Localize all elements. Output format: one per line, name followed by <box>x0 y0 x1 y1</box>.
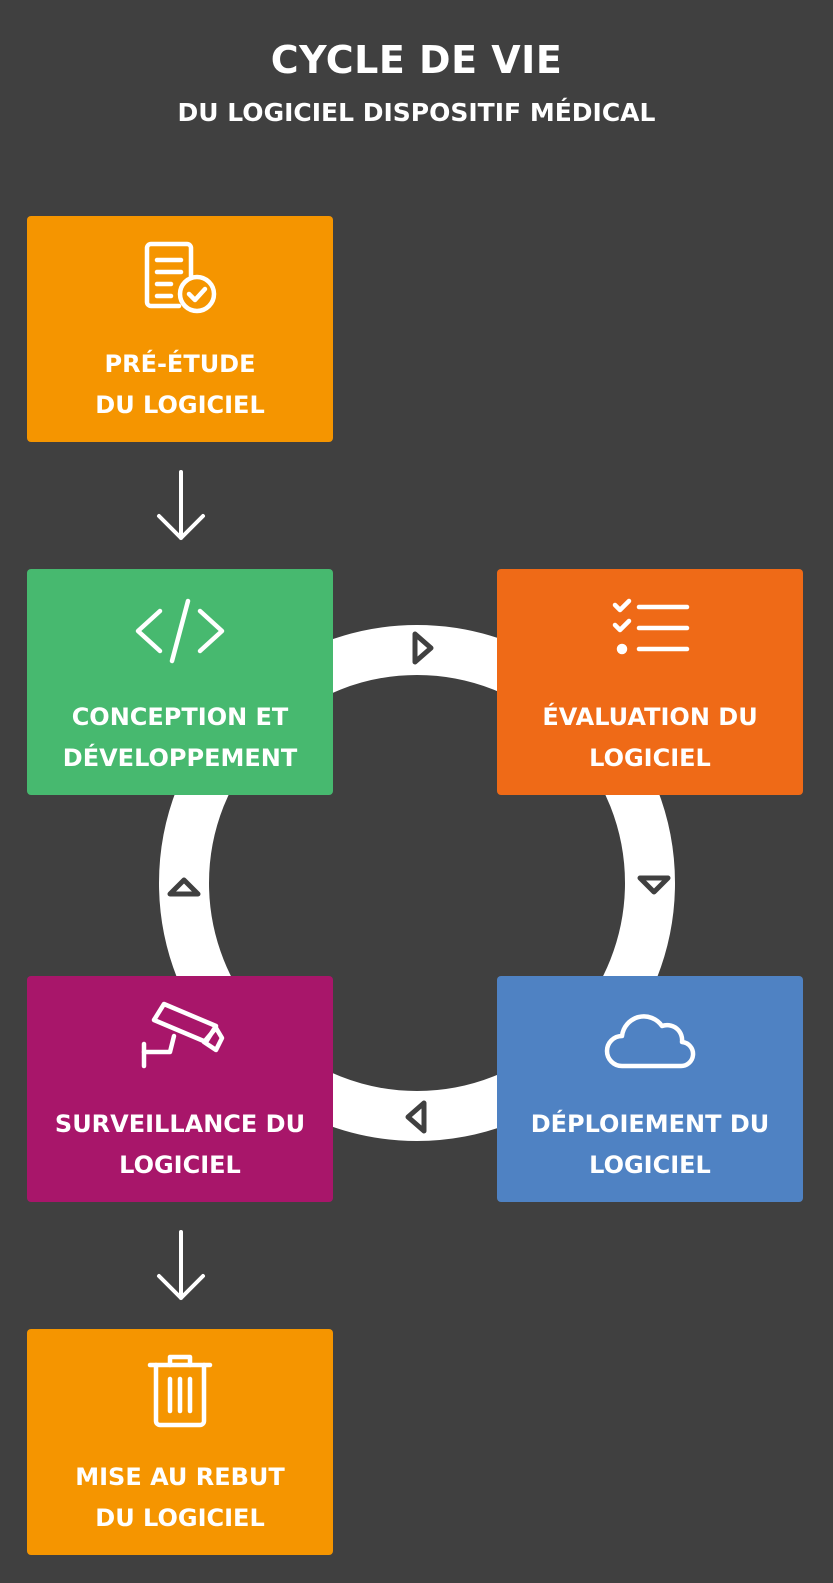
step-deploiement: DÉPLOIEMENT DU LOGICIEL <box>497 976 803 1202</box>
cycle-arrow-down-icon <box>637 875 671 895</box>
diagram-subtitle: DU LOGICIEL DISPOSITIF MÉDICAL <box>177 98 656 127</box>
trash-icon <box>27 1351 333 1431</box>
security-camera-icon <box>27 998 333 1078</box>
step-conception: CONCEPTION ET DÉVELOPPEMENT <box>27 569 333 795</box>
step-evaluation: ÉVALUATION DU LOGICIEL <box>497 569 803 795</box>
step-label: CONCEPTION ET DÉVELOPPEMENT <box>62 703 298 772</box>
step-label: MISE AU REBUT DU LOGICIEL <box>75 1463 285 1532</box>
step-pre-etude: PRÉ-ÉTUDE DU LOGICIEL <box>27 216 333 442</box>
step-label: DÉPLOIEMENT DU LOGICIEL <box>530 1110 770 1179</box>
cycle-arrow-left-icon <box>405 1100 427 1134</box>
step-label: PRÉ-ÉTUDE DU LOGICIEL <box>95 350 265 419</box>
step-mise-au-rebut: MISE AU REBUT DU LOGICIEL <box>27 1329 333 1555</box>
cycle-arrow-up-icon <box>167 877 201 897</box>
cloud-icon <box>497 998 803 1078</box>
code-icon <box>27 591 333 671</box>
checklist-icon <box>497 591 803 671</box>
step-label: ÉVALUATION DU LOGICIEL <box>542 703 758 772</box>
arrow-down-icon <box>157 1230 205 1300</box>
cycle-arrow-right-icon <box>412 631 434 665</box>
step-label: SURVEILLANCE DU LOGICIEL <box>54 1110 306 1179</box>
diagram-title: CYCLE DE VIE <box>270 38 563 82</box>
document-check-icon <box>27 238 333 318</box>
arrow-down-icon <box>157 470 205 540</box>
step-surveillance: SURVEILLANCE DU LOGICIEL <box>27 976 333 1202</box>
